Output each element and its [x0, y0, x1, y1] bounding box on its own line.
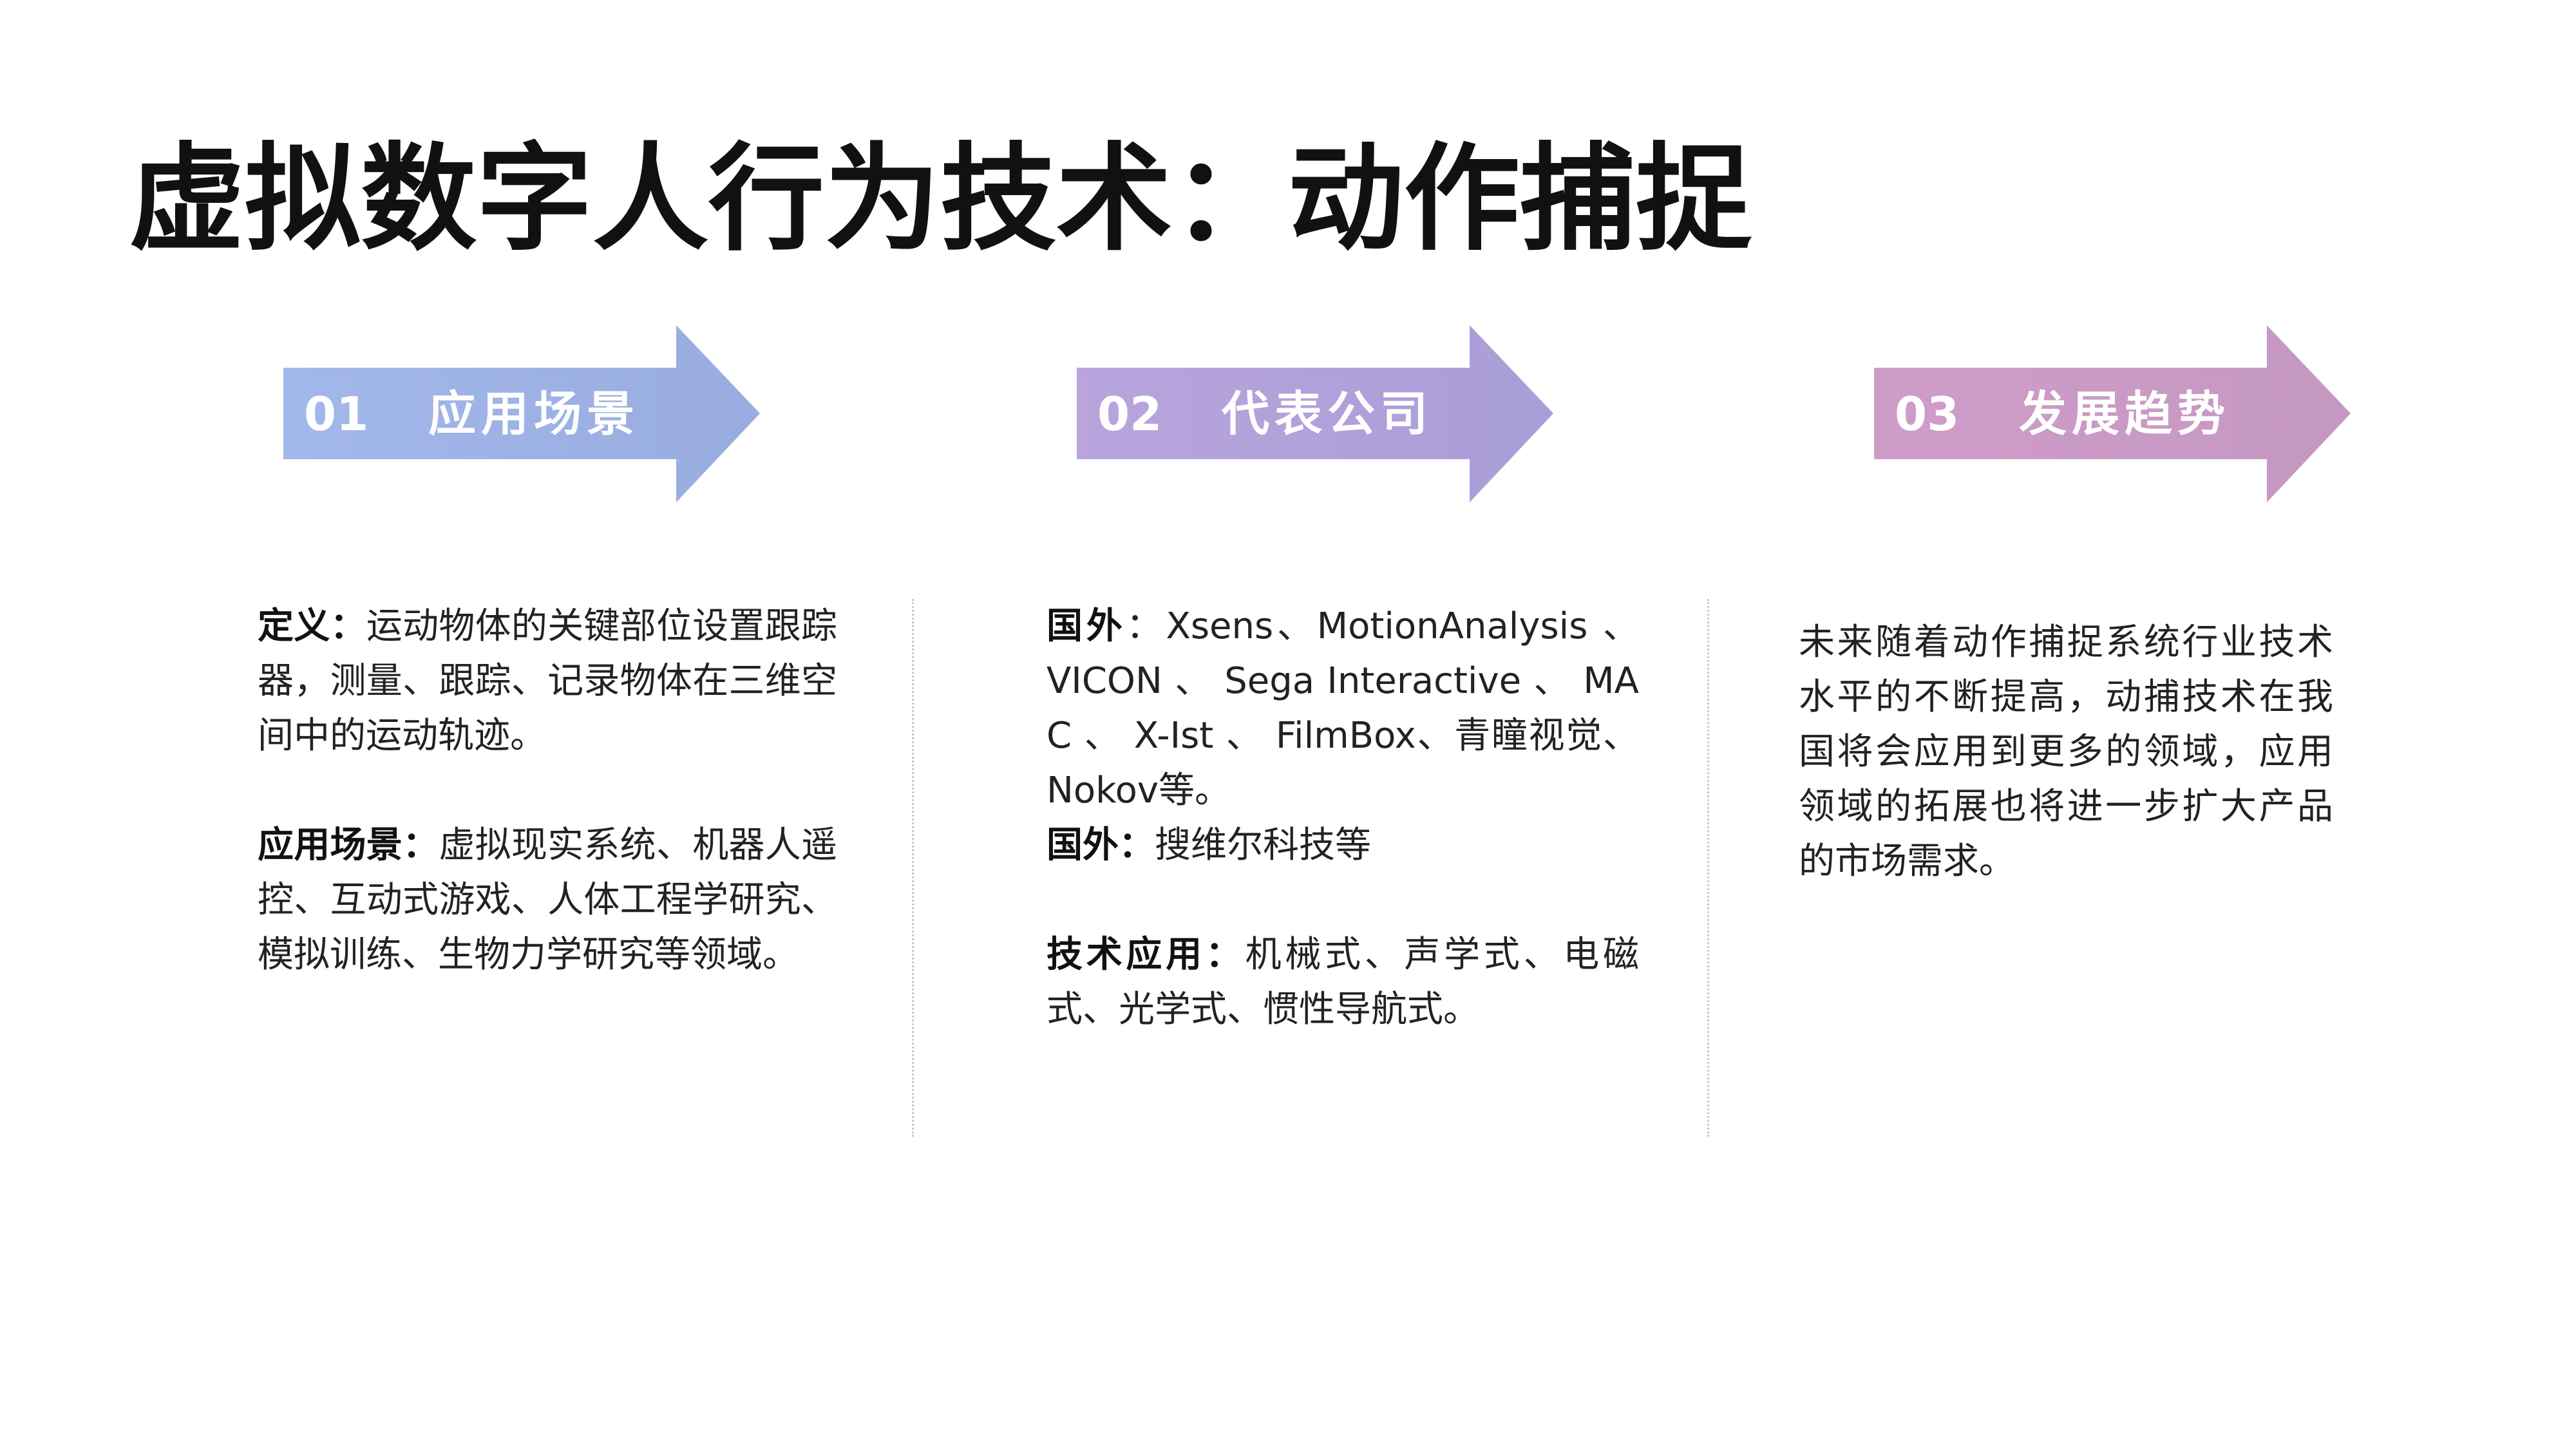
section-number: 02: [1097, 387, 1162, 441]
section-arrow-01: 01 应用场景: [283, 325, 760, 502]
definition-label: 定义：: [258, 605, 366, 647]
definition-text: 运动物体的关键部位设置跟踪器，测量、跟踪、记录物体在三维空间中的运动轨迹。: [258, 605, 838, 757]
section-label: 应用场景: [428, 386, 639, 442]
section-arrow-02: 02 代表公司: [1077, 325, 1553, 502]
section-label: 发展趋势: [2019, 386, 2230, 442]
scene-label: 应用场景：: [258, 824, 439, 866]
column-divider: [1707, 599, 1709, 1137]
foreign-label: 国外: [1046, 605, 1126, 647]
column-trend: 未来随着动作捕捉系统行业技术水平的不断提高，动捕技术在我国将会应用到更多的领域，…: [1799, 615, 2333, 889]
column-application: 定义：运动物体的关键部位设置跟踪器，测量、跟踪、记录物体在三维空间中的运动轨迹。…: [258, 599, 837, 982]
foreign-companies-paragraph: 国外：Xsens、MotionAnalysis 、 VICON 、 Sega I…: [1046, 599, 1639, 818]
tech-label: 技术应用：: [1046, 934, 1245, 976]
domestic-companies-paragraph: 国外：搜维尔科技等: [1046, 818, 1639, 873]
section-number: 01: [304, 387, 369, 441]
column-divider: [912, 599, 914, 1137]
arrow-shape: [1077, 325, 1553, 502]
section-arrow-03: 03 发展趋势: [1874, 325, 2351, 502]
section-number: 03: [1895, 387, 1960, 441]
definition-paragraph: 定义：运动物体的关键部位设置跟踪器，测量、跟踪、记录物体在三维空间中的运动轨迹。: [258, 599, 837, 763]
tech-text: 机械式、声学式、电磁式、光学式、惯性导航式。: [1046, 934, 1640, 1030]
arrow-shape: [1874, 325, 2351, 502]
tech-application-paragraph: 技术应用：机械式、声学式、电磁式、光学式、惯性导航式。: [1046, 927, 1639, 1037]
scene-text: 虚拟现实系统、机器人遥控、互动式游戏、人体工程学研究、模拟训练、生物力学研究等领…: [258, 824, 838, 976]
trend-paragraph: 未来随着动作捕捉系统行业技术水平的不断提高，动捕技术在我国将会应用到更多的领域，…: [1799, 621, 2333, 882]
page-title: 虚拟数字人行为技术：动作捕捉: [129, 132, 1752, 267]
domestic-label: 国外：: [1046, 824, 1155, 866]
domestic-text: 搜维尔科技等: [1155, 824, 1371, 866]
scene-paragraph: 应用场景：虚拟现实系统、机器人遥控、互动式游戏、人体工程学研究、模拟训练、生物力…: [258, 818, 837, 982]
column-companies: 国外：Xsens、MotionAnalysis 、 VICON 、 Sega I…: [1046, 599, 1639, 1037]
section-label: 代表公司: [1222, 386, 1433, 442]
arrow-shape: [283, 325, 760, 502]
foreign-text: ：Xsens、MotionAnalysis 、 VICON 、 Sega Int…: [1046, 605, 1639, 811]
